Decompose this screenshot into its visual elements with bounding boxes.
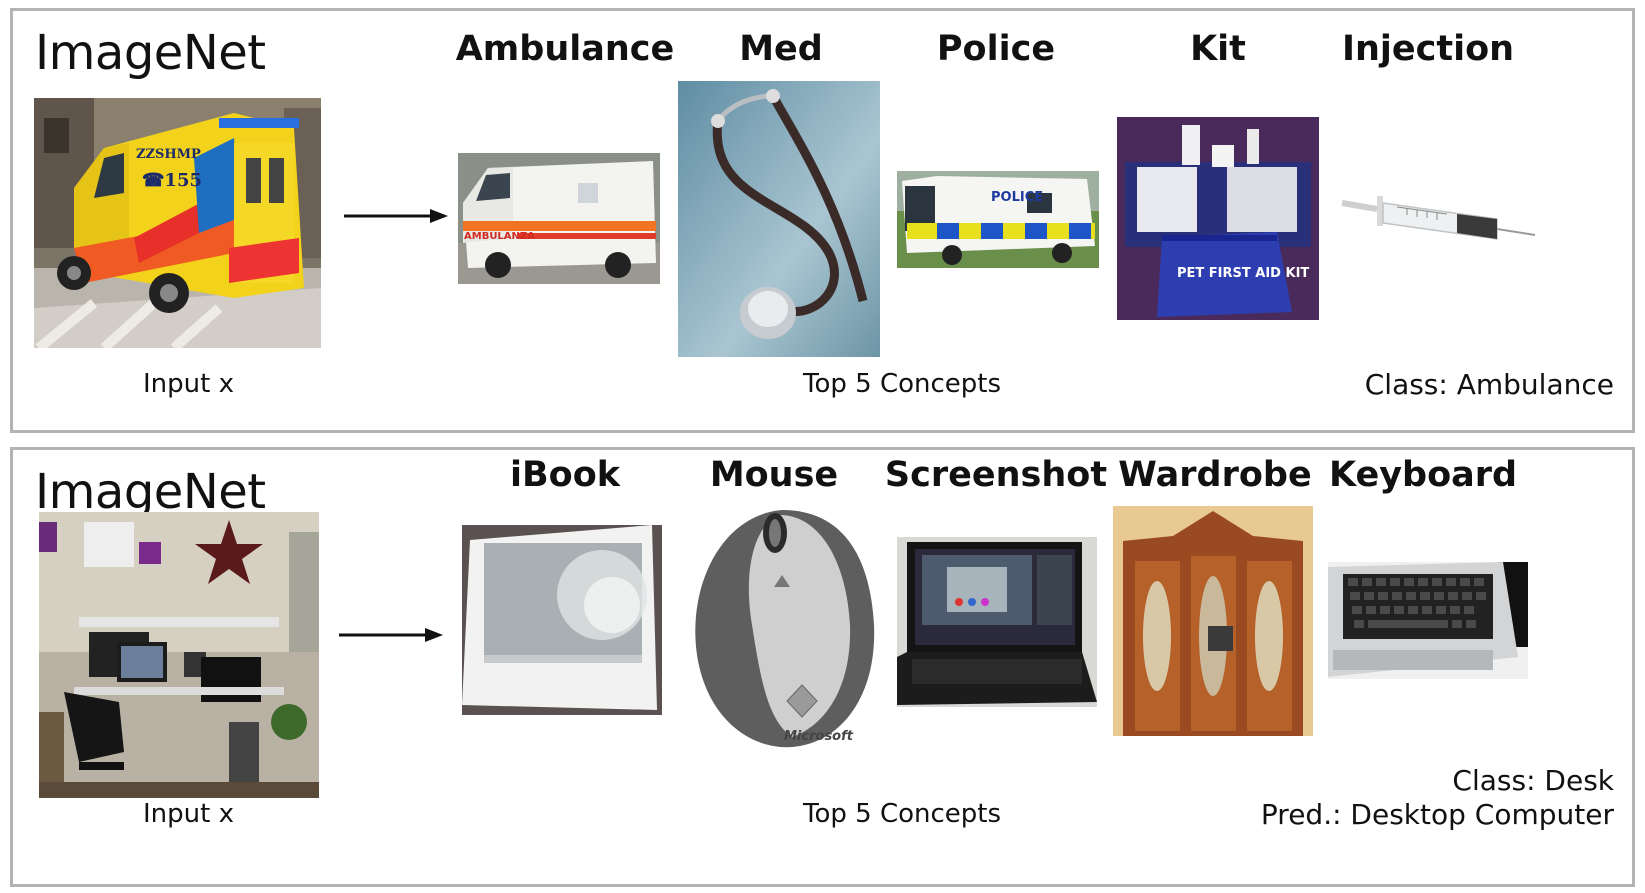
concept-image-mouse: Microsoft	[682, 505, 882, 755]
concept-2-title: Med	[739, 29, 823, 69]
panel-desk-example: ImageNet iBook Mouse Screenshot Wardrobe…	[10, 447, 1635, 887]
concept-3-title: Police	[936, 29, 1056, 69]
concept-5-title: Injection	[1341, 29, 1515, 69]
concept-3-title: Screenshot	[884, 455, 1108, 495]
mouse-brand-text: Microsoft	[784, 729, 854, 744]
class-label: Class: Ambulance	[1364, 368, 1614, 401]
arrow-right-icon	[339, 628, 443, 642]
concept-2-title: Mouse	[709, 455, 839, 495]
panel-ambulance-example: ImageNet Ambulance Med Police Kit Inject…	[10, 8, 1635, 433]
class-label-text: Class: Desk	[1452, 764, 1614, 797]
concept-image-screenshot-laptop	[897, 537, 1097, 707]
concept-4-title: Wardrobe	[1118, 455, 1312, 495]
concept-image-ibook	[462, 525, 662, 715]
kit-label-text: PET FIRST AID KIT	[1177, 266, 1309, 281]
input-caption: Input x	[143, 369, 234, 399]
input-image-ambulance: ZZSHMP ☎155	[34, 98, 321, 348]
concept-image-wardrobe	[1113, 506, 1313, 736]
concept-1-title: Ambulance	[455, 29, 675, 69]
arrow-right-icon	[344, 209, 448, 223]
concept-5-title: Keyboard	[1328, 455, 1518, 495]
ambulance2-side-text: AMBULANZA	[464, 231, 535, 242]
prediction-label-text: Pred.: Desktop Computer	[1260, 798, 1614, 831]
dataset-title: ImageNet	[35, 25, 266, 81]
concepts-caption: Top 5 Concepts	[803, 799, 1002, 829]
class-label: Class: Desk Pred.: Desktop Computer	[1261, 764, 1614, 832]
police-side-text: POLICE	[991, 190, 1043, 205]
ambulance-side-text: ZZSHMP	[136, 147, 201, 162]
concept-image-first-aid-kit: PET FIRST AID KIT	[1117, 117, 1319, 320]
ambulance-number-text: ☎155	[142, 170, 202, 191]
input-caption: Input x	[143, 799, 234, 829]
concepts-caption: Top 5 Concepts	[803, 369, 1002, 399]
concept-image-keyboard	[1328, 562, 1528, 679]
dataset-title: ImageNet	[35, 464, 266, 520]
concept-image-stethoscope	[678, 81, 880, 357]
input-image-desk	[39, 512, 319, 798]
concept-image-syringe	[1337, 181, 1539, 251]
concept-1-title: iBook	[509, 455, 621, 495]
concept-image-ambulance: AMBULANZA	[458, 153, 660, 284]
concept-4-title: Kit	[1190, 29, 1246, 69]
concept-image-police-van: POLICE	[897, 171, 1099, 268]
